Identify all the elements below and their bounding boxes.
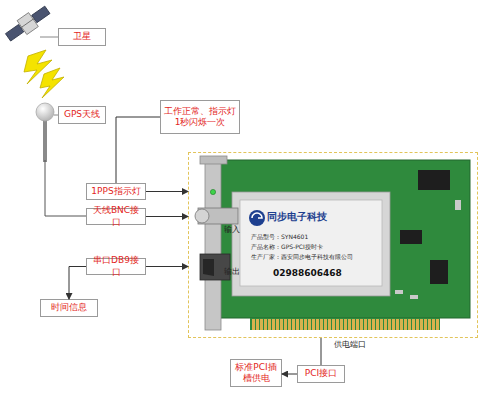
- callout-box: 1PPS指示灯: [86, 183, 146, 200]
- component: [410, 295, 418, 299]
- callout-text: 串口DB9接口: [89, 255, 143, 278]
- callout-text: 标准PCI插槽供电: [233, 362, 279, 385]
- connector-line: [146, 191, 188, 192]
- callout-box: 卫星: [58, 28, 106, 46]
- connector-line: [146, 266, 188, 267]
- metal-bracket: [205, 160, 221, 330]
- edge-label: 供电端口: [334, 341, 366, 349]
- antenna-stem: [43, 118, 47, 162]
- callout-text: GPS天线: [64, 109, 100, 120]
- edge-label: 输入: [224, 226, 240, 234]
- edge-label: 输出: [224, 268, 240, 276]
- antenna-cable: [45, 160, 86, 216]
- callout-box: 标准PCI插槽供电: [230, 359, 282, 387]
- solar-panel: [5, 24, 23, 41]
- callout-text: 天线BNC接口: [89, 205, 143, 228]
- connector-line: [321, 338, 322, 365]
- callout-box: 天线BNC接口: [86, 208, 146, 225]
- gps-pci-card: 同步电子科技产品型号：SYN4601 产品名称：GPS-PCI授时卡生产厂家：西安…: [188, 152, 478, 338]
- sticker-line: 生产厂家：西安同步电子科技有限公司: [251, 254, 353, 260]
- chip: [430, 260, 448, 284]
- bnc-socket: [195, 209, 209, 223]
- gold-fingers: [251, 319, 439, 330]
- callout-text: 时间信息: [51, 302, 87, 313]
- callout-box: 串口DB9接口: [86, 258, 146, 275]
- satellite-body: [17, 13, 38, 35]
- connector-line: [282, 374, 297, 375]
- db9-socket: [203, 259, 214, 276]
- callout-box: PCI接口: [297, 365, 345, 383]
- component: [455, 200, 461, 210]
- chip: [418, 170, 450, 190]
- logo-stroke: [252, 213, 262, 218]
- bracket-tab: [200, 156, 227, 164]
- connector-line: [116, 117, 160, 183]
- callout-text: 卫星: [73, 31, 91, 42]
- callout-box: 时间信息: [40, 299, 98, 317]
- component: [395, 290, 403, 294]
- pps-led: [210, 189, 215, 194]
- satellite-arm: [21, 19, 34, 28]
- metal-shield: [232, 192, 390, 296]
- satellite-icon: [3, 3, 52, 44]
- pcb-board: [220, 160, 470, 318]
- brand-name: 同步电子科技: [267, 212, 327, 222]
- sticker-line: 产品名称：GPS-PCI授时卡: [251, 244, 323, 250]
- connector-line: [146, 216, 188, 217]
- callout-text: PCI接口: [305, 368, 337, 379]
- serial-number: 02988606468: [273, 269, 342, 278]
- signal-bolt: [40, 68, 64, 98]
- connector-line: [69, 267, 86, 300]
- antenna-ball: [36, 103, 54, 121]
- db9-connector: [200, 254, 230, 280]
- callout-text: 工作正常、指示灯 1秒闪烁一次: [163, 106, 237, 129]
- chip: [400, 230, 422, 244]
- sticker-line: 产品型号：SYN4601: [251, 234, 308, 240]
- logo-mark: [249, 210, 265, 226]
- pcb-edge: [250, 318, 440, 330]
- solar-panel: [32, 6, 50, 23]
- callout-text: 1PPS指示灯: [91, 186, 140, 197]
- note-box: 工作正常、指示灯 1秒闪烁一次: [160, 100, 240, 134]
- callout-box: GPS天线: [58, 106, 106, 124]
- leader-line: [40, 37, 58, 38]
- product-sticker: [240, 200, 382, 286]
